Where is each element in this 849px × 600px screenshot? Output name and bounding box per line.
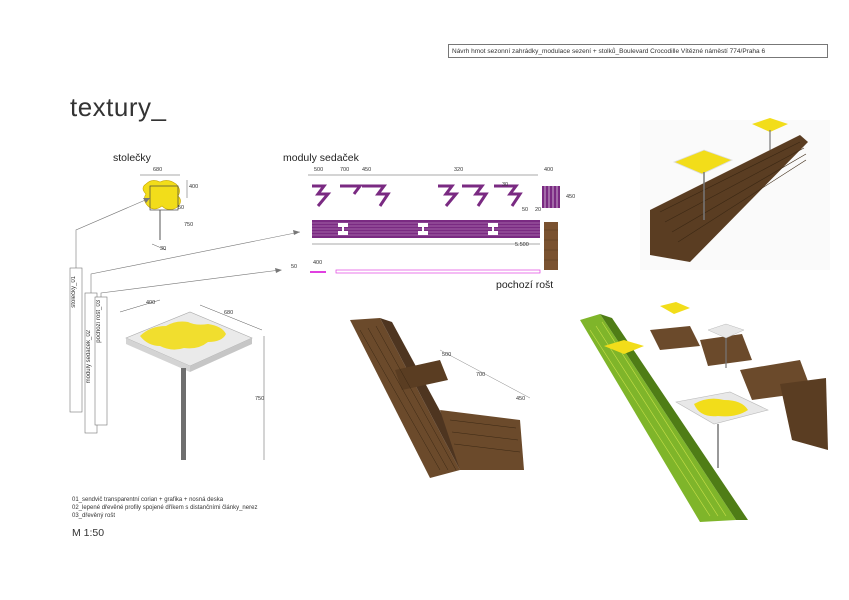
dim-seat-h4: 450 [566, 194, 576, 200]
seat-module-elevations [308, 174, 560, 274]
callout-label-walkway-grate: pochozí rošt_03 [96, 300, 102, 343]
dim-table-width: 680 [153, 167, 163, 173]
table-perspective [119, 299, 265, 460]
drawing-scale: M 1:50 [72, 527, 105, 539]
dim-grate-height: 50 [291, 264, 298, 270]
render-bench-top [640, 118, 830, 270]
section-label-tables: stolečky [113, 152, 151, 164]
render-dim-3: 450 [516, 396, 526, 402]
dim-table-height: 750 [184, 222, 194, 228]
render-dim-1: 500 [442, 352, 452, 358]
section-label-walkway-grate: pochozí rošt [496, 279, 554, 291]
dim-seat-a: 500 [314, 167, 324, 173]
callout-leaders [69, 197, 301, 434]
dim-seat-total: 5.500 [515, 242, 529, 248]
dim-persp-table-depth: 680 [224, 310, 234, 316]
section-label-seat-modules: moduly sedaček [283, 152, 359, 164]
dim-table-depth: 400 [189, 184, 199, 190]
dim-seat-e: 400 [544, 167, 554, 173]
dim-seat-c: 450 [362, 167, 372, 173]
project-title-box: Návrh hmot sezonní zahrádky_modulace sez… [448, 44, 828, 58]
callout-label-tables: stolečky_01 [71, 276, 77, 308]
dim-seat-d: 320 [454, 167, 464, 173]
legend-item-2: 02_lepené dřevěné profily spojené dříkem… [72, 505, 258, 512]
page-title: textury_ [70, 92, 167, 122]
dim-seat-h2: 50 [522, 207, 529, 213]
legend-item-3: 03_dřevěný rošt [72, 513, 116, 520]
dim-persp-table-height: 750 [255, 396, 265, 402]
callout-label-seat-modules: moduly sedaček_02 [86, 330, 92, 384]
material-legend: 01_sendvič transparentní corian + grafik… [72, 496, 257, 521]
dim-table-mid: 50 [178, 205, 185, 211]
dim-seat-b: 700 [340, 167, 350, 173]
dim-table-leg: 30 [160, 246, 167, 252]
dim-seat-h3: 20 [535, 207, 542, 213]
dim-persp-table-width: 400 [146, 300, 156, 306]
render-bench-textured [578, 296, 830, 524]
callout-arrowheads [143, 198, 300, 273]
table-plan-view [140, 174, 188, 251]
dim-seat-h1: 30 [502, 182, 509, 188]
render-dim-2: 700 [476, 372, 486, 378]
legend-item-1: 01_sendvič transparentní corian + grafik… [72, 497, 224, 503]
dim-grate-width: 400 [313, 260, 323, 266]
render-bench-middle [350, 318, 531, 478]
